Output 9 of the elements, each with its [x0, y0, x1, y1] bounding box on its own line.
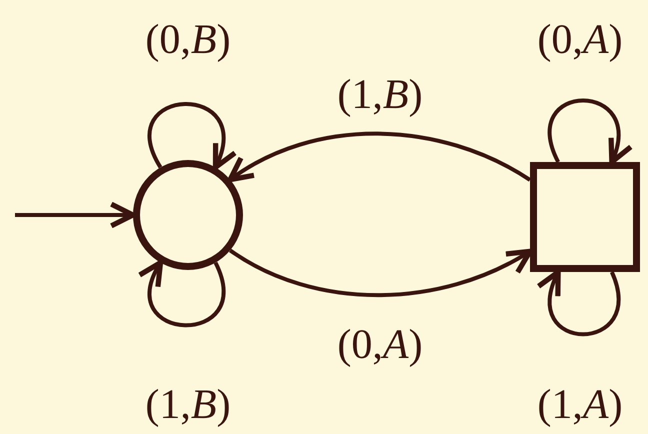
self-loop-arrow	[538, 269, 620, 336]
self-loop-arrow	[148, 102, 236, 170]
self-loop-arrow	[138, 260, 226, 328]
state-square	[530, 162, 640, 272]
state-circle	[133, 160, 243, 270]
self-loop-arrow	[548, 98, 632, 165]
transition-arrow	[228, 132, 532, 182]
transition-arrow	[229, 248, 533, 298]
start-arrow	[15, 202, 136, 228]
